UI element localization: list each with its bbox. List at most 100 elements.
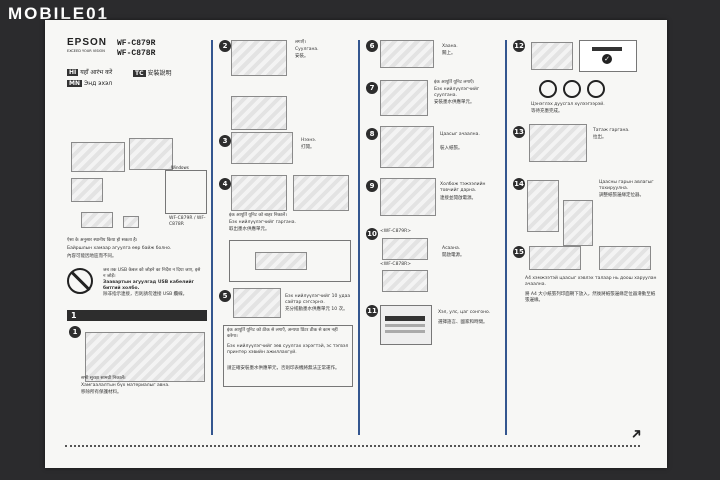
step5-mn: Бэх нийлүүлэгчийг 10 удаа сайтар сэгсэрн… [285, 294, 351, 305]
step8-image [380, 126, 434, 168]
column-1: EPSON EXCEED YOUR VISION WF-C879R WF-C87… [45, 20, 210, 445]
step9-image [380, 178, 436, 216]
step4-detail-box [229, 240, 351, 282]
step-num: 13 [513, 126, 525, 138]
step11-screen [380, 305, 432, 345]
step10-image-b [382, 270, 428, 292]
column-4: 12 ✓ Цэнэглэх дуусгал хүлээгээрэй. 等待充墨完… [509, 20, 664, 445]
step-num: 15 [513, 246, 525, 258]
step4-hi: इंक आपूर्ति यूनिट को बाहर निकालें। [229, 213, 287, 218]
cd-box [165, 170, 207, 214]
step12-tc: 等待充墨完成。 [531, 109, 563, 114]
step3-tc: 打開。 [301, 145, 315, 150]
unpack-note-tc: 內容可能因地區而不同。 [67, 254, 117, 259]
ink-pack-image [123, 216, 139, 228]
step-num: 9 [366, 180, 378, 192]
step7-hi: इंक आपूर्ति यूनिट लगाएँ। [434, 80, 475, 85]
step5-image [233, 288, 281, 318]
step13-image [529, 124, 587, 162]
usb-warning-mn: Заавартын агуулгад USB кабелийг битгий х… [103, 280, 194, 291]
model-2: WF-C878R [117, 49, 156, 58]
step6-mn: Хаана. [442, 44, 458, 49]
step2b-image [231, 96, 287, 130]
notice-hi: इंक आपूर्ति यूनिट को ठीक से लगाएँ, अन्यथ… [227, 328, 338, 339]
setup-sheet: EPSON EXCEED YOUR VISION WF-C879R WF-C87… [45, 20, 667, 468]
notice-box [223, 325, 353, 387]
step10-tc: 開啟電源。 [442, 253, 465, 258]
step10-tag-a: <WF-C879R> [380, 229, 412, 234]
step-num: 8 [366, 128, 378, 140]
step11-tc: 選擇語言、國家和時間。 [438, 320, 488, 325]
step6-tc: 關上。 [442, 51, 456, 56]
step-num: 12 [513, 40, 525, 52]
step14-mn: Цаасны гарын авлагыг тохируулна. [599, 180, 654, 191]
brand-tagline: EXCEED YOUR VISION [67, 49, 105, 53]
tray-image [129, 138, 173, 170]
step2-image [231, 40, 287, 76]
unpack-note-mn: Байршлын хамаар агуулга өөр байж болно. [67, 246, 172, 251]
step-num: 4 [219, 178, 231, 190]
step9-tc: 連接並開啟電源。 [440, 196, 476, 201]
step7-image [380, 80, 428, 116]
step14-image-b [563, 200, 593, 246]
section-header: 1 [67, 310, 207, 321]
watermark: MOBILE01 [8, 4, 110, 23]
ink-pack-detail-image [255, 252, 307, 270]
column-2: 2 लगाएँ। Суулгана. 安裝。 3 Нээнэ. 打開。 4 इं… [215, 20, 355, 445]
step9-mn: Холбож тэжээлийн товчийг дарна. [440, 182, 486, 193]
divider-1 [211, 40, 213, 435]
step1-tc: 移除所有保護材料。 [81, 390, 122, 395]
step13-tc: 拉出。 [593, 135, 607, 140]
check-icon: ✓ [602, 54, 612, 64]
step4-image-b [293, 175, 349, 211]
no-usb-icon [67, 268, 93, 294]
step-num: 10 [366, 228, 378, 240]
step3-mn: Нээнэ. [301, 138, 317, 143]
no-touch-icon-2 [563, 80, 581, 98]
step-num: 14 [513, 178, 525, 190]
step13-mn: Татаж гаргана. [593, 128, 630, 133]
step2-hi: लगाएँ। [295, 40, 306, 45]
step3-image [231, 132, 293, 164]
footer-dotted-line [65, 445, 640, 447]
step10-mn: Асаана. [442, 246, 461, 251]
printer-unpack-image [85, 332, 205, 382]
manual-image [81, 212, 113, 228]
step4-tc: 取出墨水供應單元。 [229, 227, 270, 232]
step7-mn: Бэх нийлүүлэгчийг суулгана. [434, 87, 480, 98]
unpack-note-hi: ऐसा के अनुसार स्थानीय किया हो सकता है। [67, 238, 138, 243]
usb-warning-hi: जब तक USB केबल को जोड़ने का निर्देश न दि… [103, 268, 201, 279]
step-num: 11 [366, 305, 378, 317]
step15-mn: А4 хэмжээтэй цаасыг хэвлэх талаар нь доо… [525, 276, 657, 287]
step-num: 7 [366, 82, 378, 94]
step2-tc: 安裝。 [295, 54, 309, 59]
step6-image [380, 40, 434, 68]
step14-tc: 調整紙張邊緣定位器。 [599, 193, 644, 198]
step4-image-a [231, 175, 287, 211]
step4-mn: Бэх нийлүүлэгчийг гаргана. [229, 220, 296, 225]
no-touch-icon-3 [587, 80, 605, 98]
step8-mn: Цаасыг ачаална. [440, 132, 480, 137]
usb-warning-tc: 除非指示連接，否則請勿連接 USB 纜線。 [103, 292, 188, 297]
brand-name: EPSON [67, 37, 108, 48]
step10-tag-b: <WF-C878R> [380, 262, 412, 267]
step12-mn: Цэнэглэх дуусгал хүлээгээрэй. [531, 102, 605, 107]
notice-tc: 請正確安裝墨水供應單元，否則印表機將無法正常運作。 [227, 366, 340, 371]
step10-image-a [382, 238, 428, 260]
step15-image-a [529, 246, 581, 270]
step11-mn: Хэл, улс, цаг сонгоно. [438, 310, 491, 315]
model-1: WF-C879R [117, 39, 156, 48]
windows-label: Windows [171, 165, 189, 170]
step15-tc: 將 A4 大小紙張列印面朝下放入，然後將紙張邊緣定位器滑動至紙張邊緣。 [525, 292, 656, 303]
step-num: 6 [366, 40, 378, 52]
step8-tc: 裝入紙張。 [440, 146, 463, 151]
step-num: 3 [219, 135, 231, 147]
step12-image [531, 42, 573, 70]
cables-image [71, 142, 125, 172]
step5-tc: 充分搖動墨水供應單元 10 次。 [285, 307, 348, 312]
column-3: 6 Хаана. 關上。 7 इंक आपूर्ति यूनिट लगाएँ। … [362, 20, 502, 445]
notice-mn: Бэх нийлүүлэгчийг зөв суулгах хэрэгтэй, … [227, 344, 349, 355]
